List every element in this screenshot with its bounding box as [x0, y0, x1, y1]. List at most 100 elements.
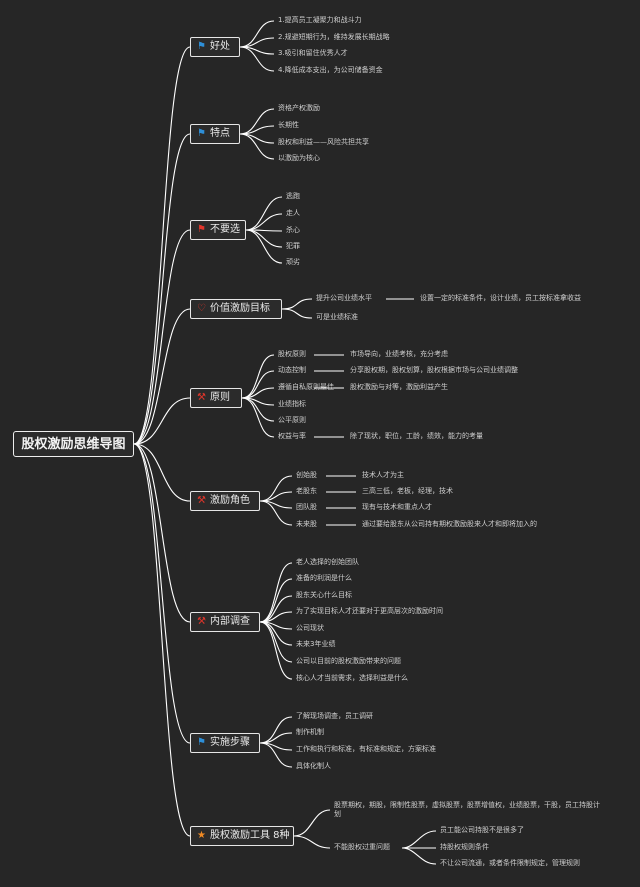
leaf-connector [293, 809, 331, 837]
leaf-item[interactable]: 工作和执行和标准，有标准和规定，方案标准 [296, 745, 436, 753]
leaf-connector [259, 595, 293, 623]
leaf-item[interactable]: 顽劣 [286, 258, 300, 266]
leaf-connector [259, 621, 293, 663]
sub-connector [401, 847, 437, 865]
leaf-item[interactable]: 业绩指标 [278, 400, 306, 408]
branch-node[interactable]: ⚒ 内部调查 [190, 612, 260, 632]
branch-node[interactable]: ⚑ 好处 [190, 37, 240, 57]
leaf-item[interactable]: 未来3年业绩 [296, 640, 336, 648]
leaf-connector [259, 742, 293, 768]
branch-connector [133, 397, 191, 445]
branch-connector [133, 308, 191, 445]
leaf-connector [241, 354, 275, 399]
leaf-item[interactable]: 2.规避短期行为，维持发展长期战略 [278, 33, 390, 41]
sub-item[interactable]: 市场导向，业绩考核，充分考虑 [350, 350, 448, 358]
heart-icon: ♡ [197, 303, 206, 314]
leaf-connector [239, 46, 275, 72]
leaf-item[interactable]: 3.吸引和留住优秀人才 [278, 49, 348, 57]
leaf-item[interactable]: 未来股 [296, 520, 317, 528]
leaf-item[interactable]: 长期性 [278, 121, 299, 129]
leaf-item[interactable]: 股东关心什么目标 [296, 591, 352, 599]
sub-item[interactable]: 不让公司流通，或者条件限制规定，管理规则 [440, 859, 580, 867]
sub-item[interactable]: 通过要给股东从公司持有期权激励股来人才和即将加入的 [362, 520, 537, 528]
leaf-item[interactable]: 准备的利润是什么 [296, 574, 352, 582]
sub-item[interactable]: 股权激励与对等，激励利益产生 [350, 383, 448, 391]
leaf-item[interactable]: 4.降低成本支出，为公司储备资金 [278, 66, 383, 74]
leaf-item[interactable]: 股票期权，期股，限制性股票，虚拟股票，股票增值权，业绩股票，干股，员工持股计划 [334, 801, 600, 818]
branch-node[interactable]: ⚒ 激励角色 [190, 491, 260, 511]
branch-connector [133, 443, 191, 623]
leaf-item[interactable]: 提升公司业绩水平 [316, 294, 372, 302]
leaf-connector [293, 835, 331, 849]
leaf-connector [259, 491, 293, 502]
leaf-item[interactable]: 老股东 [296, 487, 317, 495]
leaf-item[interactable]: 创始股 [296, 471, 317, 479]
leaf-item[interactable]: 公司以目前的股权激励带来的问题 [296, 657, 401, 665]
sub-item[interactable]: 设置一定的标准条件，设计业绩，员工按标准拿收益 [420, 294, 581, 302]
leaf-item[interactable]: 1.提高员工凝聚力和战斗力 [278, 16, 362, 24]
leaf-item[interactable]: 老人选择的创始团队 [296, 558, 359, 566]
leaf-item[interactable]: 具体化制人 [296, 762, 331, 770]
leaf-item[interactable]: 制作机制 [296, 728, 324, 736]
leaf-item[interactable]: 杀心 [286, 226, 300, 234]
sub-item[interactable]: 员工能公司持股不是很多了 [440, 826, 524, 834]
tools-icon: ⚒ [197, 392, 206, 403]
leaf-connector [239, 133, 275, 160]
leaf-item[interactable]: 公平原则 [278, 416, 306, 424]
flag-icon: ⚑ [197, 737, 206, 748]
branch-label: 价值激励目标 [210, 303, 270, 314]
branch-node[interactable]: ♡ 价值激励目标 [190, 299, 282, 319]
leaf-item[interactable]: 为了实现目标人才还要对于更高层次的激励时间 [296, 607, 443, 615]
leaf-item[interactable]: 遵循自私原则最佳 [278, 383, 334, 391]
branch-node[interactable]: ★股权激励工具 8种 [190, 826, 294, 846]
leaf-connector [259, 578, 293, 623]
tools-icon: ⚒ [197, 616, 206, 627]
root-node[interactable]: 股权激励思维导图 [13, 431, 134, 457]
leaf-item[interactable]: 可是业绩标准 [316, 313, 358, 321]
sub-item[interactable]: 技术人才为主 [362, 471, 404, 479]
branch-label: 特点 [210, 128, 230, 139]
leaf-item[interactable]: 以激励为核心 [278, 154, 320, 162]
leaf-connector [259, 475, 293, 502]
leaf-connector [245, 229, 283, 264]
star-icon: ★ [197, 830, 206, 841]
leaf-connector [259, 732, 293, 744]
leaf-connector [245, 229, 283, 248]
leaf-item[interactable]: 逃跑 [286, 192, 300, 200]
leaf-item[interactable]: 核心人才当前需求，选择利益是什么 [296, 674, 408, 682]
leaf-connector [259, 716, 293, 744]
branch-label: 内部调查 [210, 616, 250, 627]
leaf-item[interactable]: 走人 [286, 209, 300, 217]
branch-node[interactable]: ⚑ 实施步骤 [190, 733, 260, 753]
branch-node[interactable]: ⚒原则 [190, 388, 242, 408]
flag-icon: ⚑ [197, 41, 206, 52]
leaf-connector [245, 213, 283, 231]
leaf-item[interactable]: 公司现状 [296, 624, 324, 632]
leaf-connector [259, 562, 293, 623]
branch-label: 激励角色 [210, 495, 250, 506]
leaf-item[interactable]: 了解现场调查，员工调研 [296, 712, 373, 720]
sub-item[interactable]: 持股权规则条件 [440, 843, 489, 851]
branch-node[interactable]: ⚑不要选 [190, 220, 246, 240]
leaf-item[interactable]: 股权和利益——风险共担共享 [278, 138, 369, 146]
sub-item[interactable]: 现有与技术和重点人才 [362, 503, 432, 511]
branch-label: 好处 [210, 41, 230, 52]
branch-connector [133, 46, 191, 445]
sub-item[interactable]: 三高三低，老板，经理，技术 [362, 487, 453, 495]
leaf-item[interactable]: 权益与率 [278, 432, 306, 440]
leaf-item[interactable]: 犯罪 [286, 242, 300, 250]
leaf-item[interactable]: 资格产权激励 [278, 104, 320, 112]
branch-connector [133, 443, 191, 837]
tools-icon: ⚒ [197, 495, 206, 506]
leaf-item[interactable]: 团队股 [296, 503, 317, 511]
branch-node[interactable]: ⚑特点 [190, 124, 240, 144]
branch-label: 实施步骤 [210, 737, 250, 748]
leaf-item[interactable]: 不能股权过重问题 [334, 843, 390, 851]
sub-item[interactable]: 分享股权期，股权划算，股权根据市场与公司业绩调整 [350, 366, 518, 374]
leaf-item[interactable]: 动态控制 [278, 366, 306, 374]
flag-icon: ⚑ [197, 224, 206, 235]
sub-item[interactable]: 除了现状，职位，工龄，绩效，能力的考量 [350, 432, 483, 440]
leaf-connector [281, 308, 313, 319]
leaf-item[interactable]: 股权原则 [278, 350, 306, 358]
